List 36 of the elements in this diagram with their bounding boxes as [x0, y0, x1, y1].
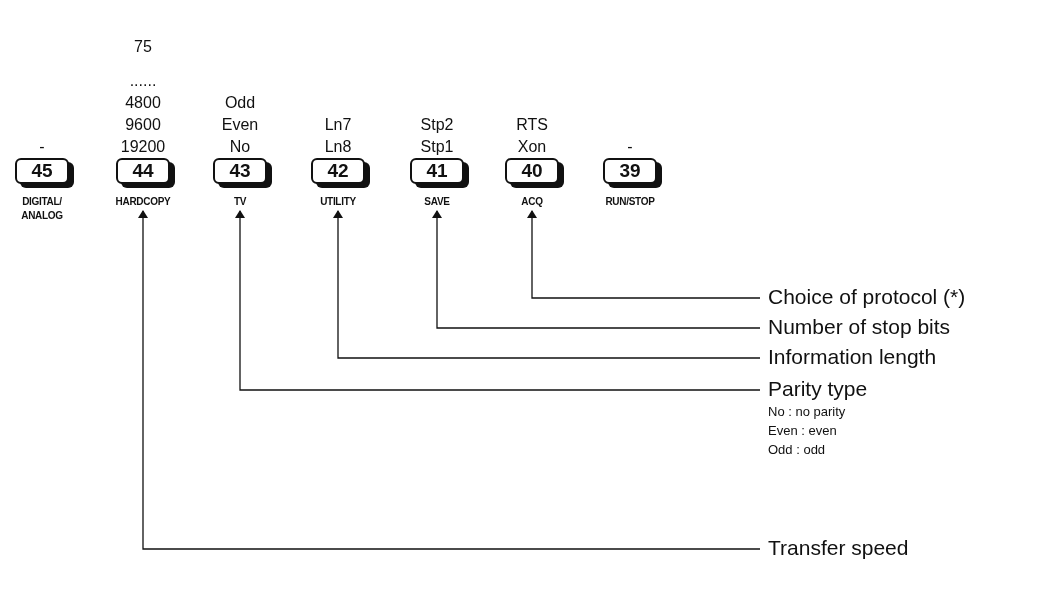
leader-arrow — [432, 210, 761, 329]
option-value: Odd — [224, 93, 256, 113]
key-name: HARDCOPY — [114, 195, 172, 209]
option-value: Ln8 — [324, 137, 352, 157]
note-text: Even : even — [768, 422, 838, 440]
note-text: No : no parity — [768, 403, 847, 421]
key-name: RUN/STOP — [604, 195, 656, 209]
option-value: 75 — [134, 37, 152, 57]
description-label: Choice of protocol (*) — [768, 284, 966, 310]
option-value: - — [627, 137, 633, 157]
option-value: ...... — [129, 71, 157, 91]
description-label: Information length — [768, 344, 937, 370]
leader-arrow — [527, 210, 761, 299]
option-value: Even — [221, 115, 259, 135]
option-value: Xon — [517, 137, 547, 157]
leader-arrow — [138, 210, 761, 550]
leader-arrow — [235, 210, 761, 391]
key-name: ACQ — [520, 195, 544, 209]
option-value: No — [229, 137, 251, 157]
key-name: SAVE — [423, 195, 451, 209]
option-value: Stp2 — [420, 115, 454, 135]
description-label: Transfer speed — [768, 535, 909, 561]
option-value: - — [39, 137, 45, 157]
key-name: TV — [232, 195, 248, 209]
key-name: DIGITAL/ ANALOG — [20, 195, 64, 223]
description-label: Number of stop bits — [768, 314, 951, 340]
option-value: Stp1 — [420, 137, 454, 157]
option-value: 4800 — [125, 93, 161, 113]
option-value: 19200 — [120, 137, 166, 157]
description-label: Parity type — [768, 376, 868, 402]
key-name: UTILITY — [319, 195, 357, 209]
option-value: Ln7 — [324, 115, 352, 135]
note-text: Odd : odd — [768, 441, 827, 459]
option-value: 9600 — [125, 115, 161, 135]
option-value: RTS — [516, 115, 548, 135]
leader-arrow — [333, 210, 761, 359]
